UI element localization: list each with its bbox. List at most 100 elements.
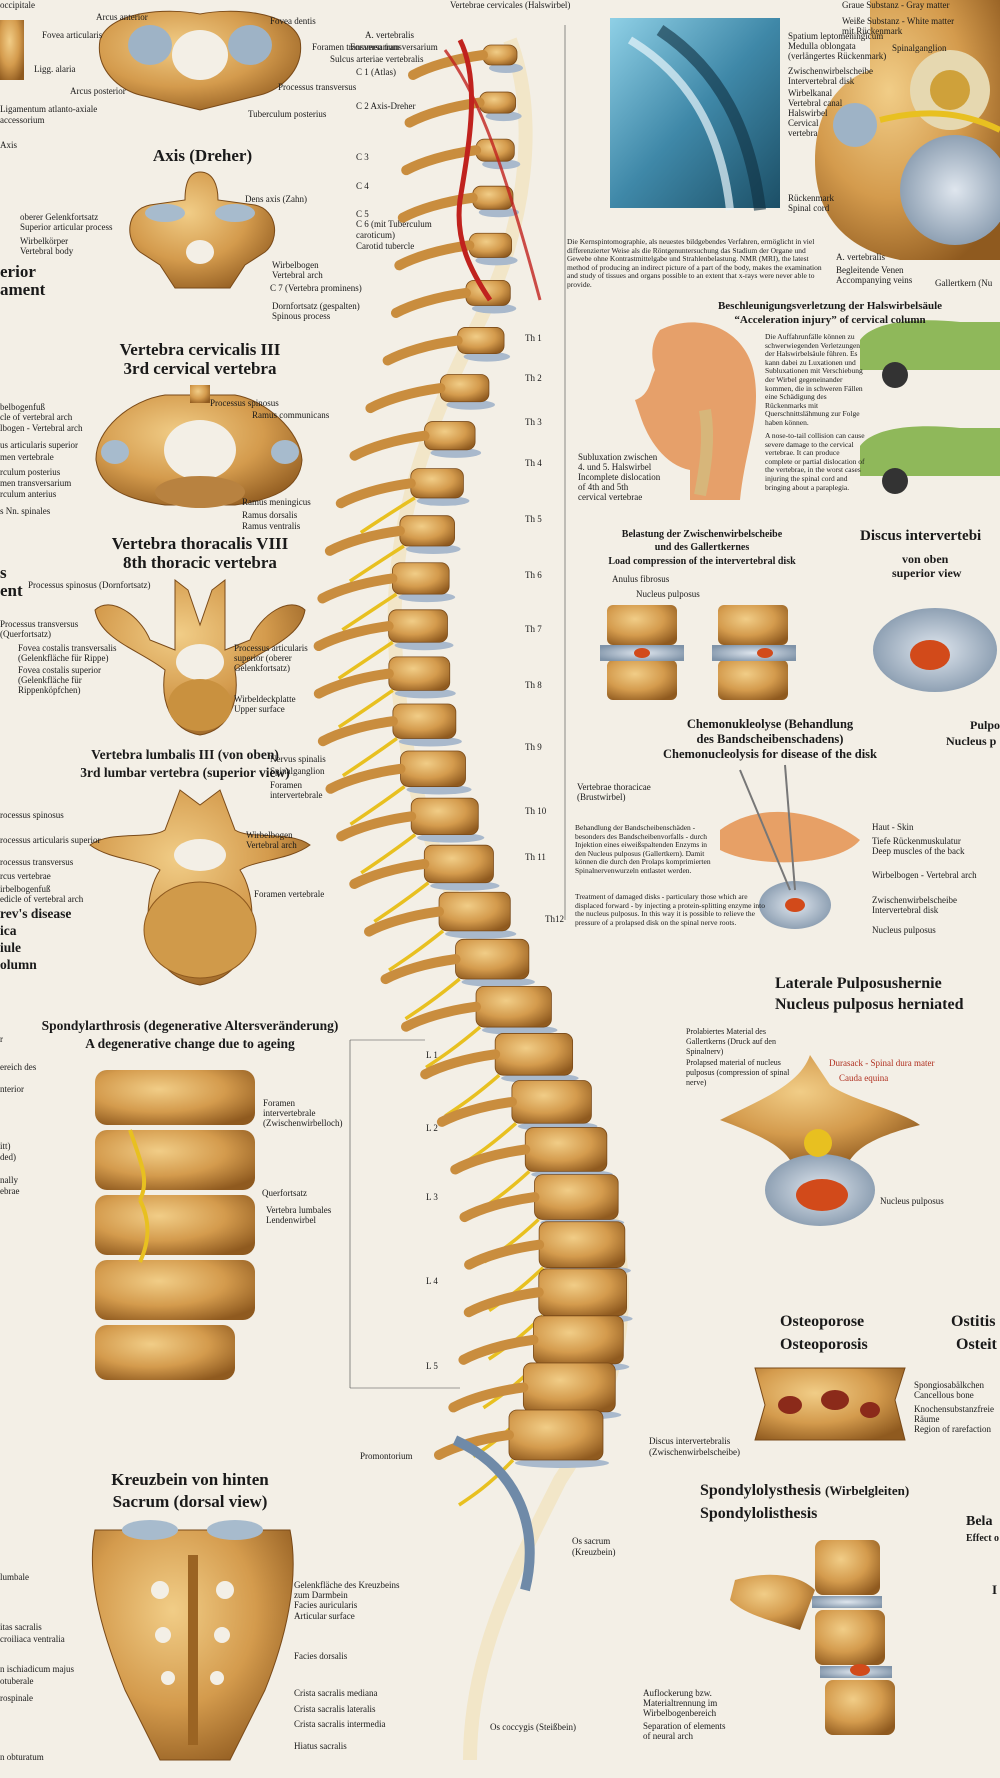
intervertebral-disc [417,832,485,843]
label-pedicle-l: edicle of vertebral arch [0,894,84,904]
axis-illustration [129,171,276,289]
spinal-cord-section-illustration [815,0,1000,260]
label-bogen-arch: lbogen - Vertebral arch [0,423,83,433]
label-promontorium: Promontorium [360,1451,413,1461]
label-foramen-iv-1: Foramen [270,780,302,790]
intervertebral-disc [405,544,461,555]
label-dens: Dens axis (Zahn) [245,194,307,204]
label-spongiosa-1: Spongiosabälkchen [914,1380,984,1390]
vertebral-body [508,1409,604,1461]
label-ruckenmark-2: Spinal cord [788,203,830,213]
spinal-nerve [349,785,406,826]
label-accessorium: accessorium [0,115,45,125]
vertebral-body [538,1268,627,1317]
disease-cut-2: ica [0,923,17,938]
label-ramus-communicans: Ramus communicans [252,410,330,420]
vertebral-body [410,797,479,836]
intervertebral-disc [398,592,456,603]
label-l-2: L 2 [426,1123,438,1133]
label-nn-spinales: s Nn. spinales [0,506,51,516]
label-lumbales-2: Lendenwirbel [266,1215,316,1225]
label-fovea-dentis: Fovea dentis [270,16,316,26]
whiplash-head-illustration [635,322,757,500]
spondylo-title-1b: (Wirbelgleiten) [824,1483,910,1498]
sacrum-title-2: Sacrum (dorsal view) [112,1492,268,1511]
label-hiatus: Hiatus sacralis [294,1741,347,1751]
label-bogenfuss-l: irbelbogenfuß [0,884,51,894]
label-culum-anterius: rculum anterius [0,489,57,499]
spinal-nerve [388,929,445,972]
label-thoracicae-1: Vertebrae thoracicae [577,782,651,792]
spinal-nerve [348,544,405,583]
label-weisse-2: mit Rückenmark [842,26,903,36]
label-arcus-posterior: Arcus posterior [70,86,126,96]
label-arcus-vert-l: rcus vertebrae [0,871,51,881]
label-kanal-1: Wirbelkanal [788,88,833,98]
hernia-illustration [720,1055,920,1226]
spinous-process [459,1192,540,1223]
label-deckplatte-1: Wirbeldeckplatte [234,694,296,704]
label-sub-3: Incomplete dislocation [578,472,661,482]
label-culum-posterius: rculum posterius [0,467,61,477]
label-fovea-sup-1: Fovea costalis superior [18,665,101,675]
load-disk-illustrations [600,605,796,700]
label-superior-articular: Superior articular process [20,222,113,232]
vertebral-body [494,1033,574,1076]
vertebral-body [534,1174,619,1220]
label-c5: C 5 [356,209,369,219]
label-transversus-l: rocessus transversus [0,857,74,867]
disease-cut-4: olumn [0,957,37,972]
label-dornfortsatz: Dornfortsatz (gespalten) [272,301,360,311]
spinal-nerve [360,833,417,875]
spinal-nerve [341,592,398,632]
label-nucleus-chemo: Nucleus pulposus [872,925,936,935]
label-tuberculum-posterius: Tuberculum posterius [248,109,327,119]
ostitis-title-2: Osteit [956,1336,997,1353]
label-th-5: Th 5 [525,514,542,524]
label-fovea-sup-3: Rippenköpfchen) [18,685,81,695]
acceleration-title-1: Beschleunigungsverletzung der Halswirbel… [717,300,943,312]
label-zwischen-chemo-1: Zwischenwirbelscheibe [872,895,957,905]
intervertebral-disc [446,399,495,410]
spinal-nerve [337,688,394,729]
label-halswirbel-2: Cervical [788,118,819,128]
label-nervus-spinalis: Nervus spinalis [270,754,326,764]
cut-croiliaca: croiliaca ventralia [0,1634,65,1644]
osteoporosis-illustration [754,1367,906,1441]
label-ligamentum: Ligamentum atlanto-axiale [0,104,98,114]
spinal-nerve [359,496,416,535]
label-vert-arch-l: Vertebral arch [246,840,297,850]
spinous-process [390,287,471,318]
lumbar-title-2: 3rd lumbar vertebra (superior view) [80,765,290,780]
label-transversus-t2: (Querfortsatz) [0,629,51,639]
label-c6a: C 6 (mit Tuberculum [356,219,432,229]
chemonucleolysis-illustration [720,764,860,929]
thoracic-title-2: 8th thoracic vertebra [123,553,277,572]
hernia-prol-en: Prolapsed material of nucleus pulposus (… [686,1058,790,1087]
cut-otuberale: otuberale [0,1676,34,1686]
hernia-prol-de: Prolabiertes Material des Gallertkerns (… [686,1027,776,1056]
cut-itt: itt) [0,1141,11,1151]
load-title-2: und des Gallertkernes [654,542,750,553]
label-foramen-l: Foramen vertebrale [254,889,325,899]
label-kanal-2: Vertebral canal [788,98,843,108]
label-c1: C 1 (Atlas) [356,67,396,77]
intervertebral-disc [489,63,523,73]
label-aufl-3: Wirbelbogenbereich [643,1708,717,1718]
vertebral-body [410,468,464,499]
sacrum-illustration [91,1520,294,1761]
label-querfortsatz: Querfortsatz [262,1188,307,1198]
vertebral-body [511,1080,592,1124]
spondylo-title-2: Spondylolisthesis [700,1505,818,1522]
spinous-process [313,621,394,652]
label-c2: C 2 Axis-Dreher [356,101,416,111]
label-th-9: Th 9 [525,742,542,752]
label-coccygis: Os coccygis (Steißbein) [490,1722,576,1732]
label-discus-2: (Zwischenwirbelscheibe) [649,1447,740,1457]
label-gelenk-3: Facies auricularis [294,1600,358,1610]
label-discus-1: Discus intervertebralis [649,1436,731,1446]
label-th-6: Th 6 [525,570,542,580]
label-foramen-transversarium-s: Foramen transversarium [350,42,438,52]
hernia-title-2: Nucleus pulposus herniated [775,996,964,1013]
